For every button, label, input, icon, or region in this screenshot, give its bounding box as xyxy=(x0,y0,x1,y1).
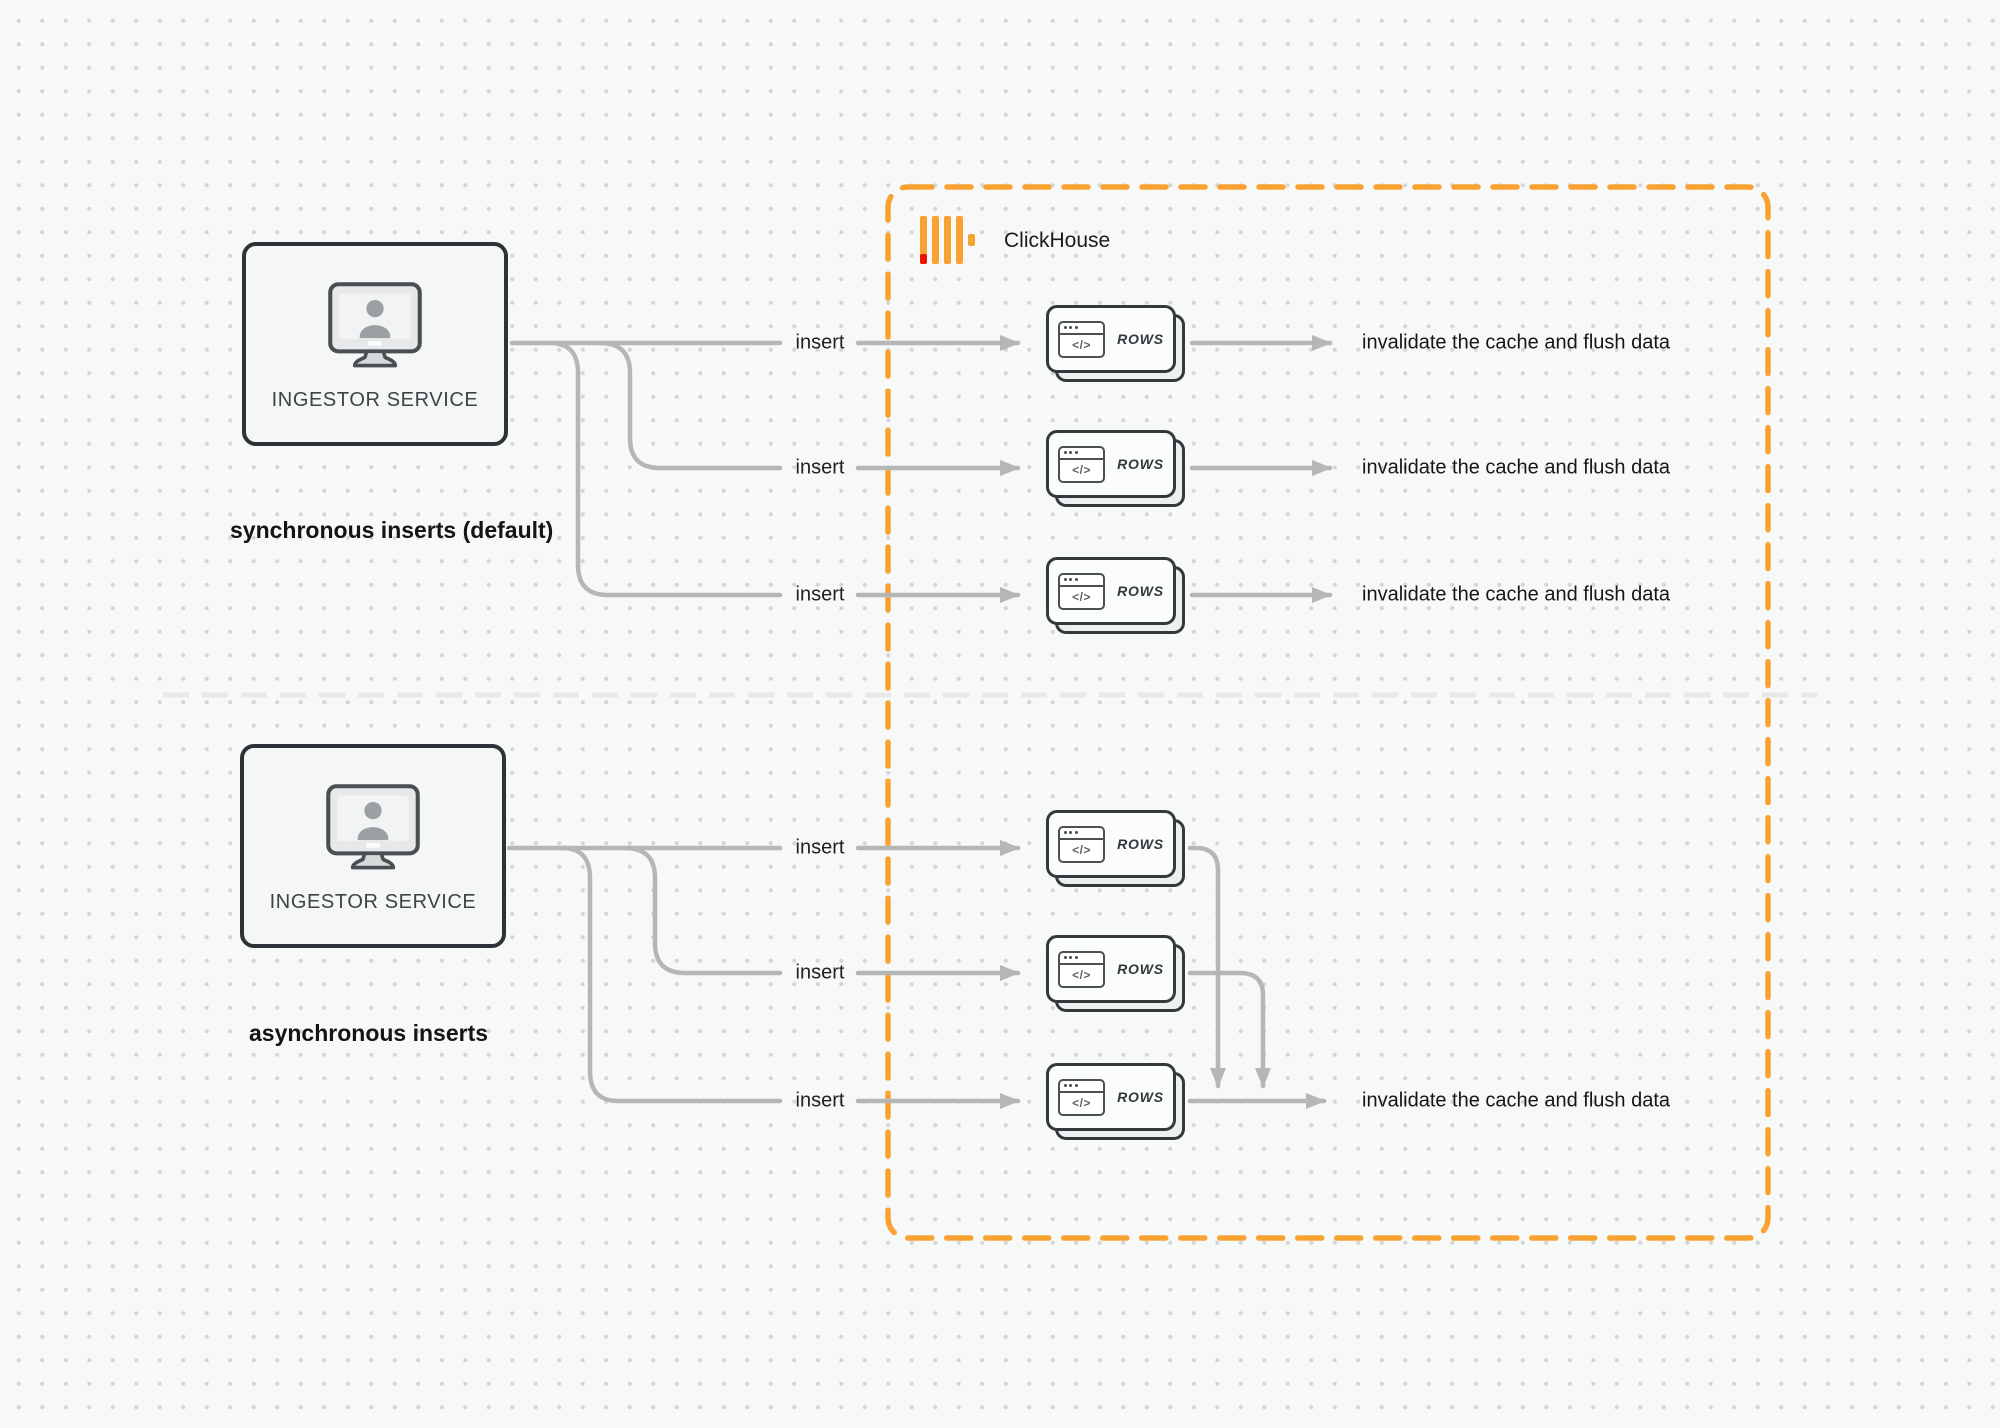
service-label: INGESTOR SERVICE xyxy=(269,890,477,913)
rows-label: ROWS xyxy=(1117,583,1164,599)
ingestor-service-box-sync: INGESTOR SERVICE xyxy=(242,242,508,446)
insert-label: insert xyxy=(795,836,845,859)
ingestor-service-box-async: INGESTOR SERVICE xyxy=(240,744,506,948)
code-window-icon: </> xyxy=(1058,1078,1106,1116)
insert-label: insert xyxy=(795,961,845,984)
code-window-icon: </> xyxy=(1058,445,1106,483)
result-label: invalidate the cache and flush data xyxy=(1362,583,1670,606)
card-face: </> ROWS xyxy=(1046,935,1176,1003)
wire-sync-branch-2 xyxy=(597,340,783,471)
clickhouse-logo-icon xyxy=(920,216,975,264)
code-glyph: </> xyxy=(1072,843,1092,857)
wire-async-branch-3 xyxy=(559,845,783,1104)
result-label: invalidate the cache and flush data xyxy=(1362,1089,1670,1112)
rows-label: ROWS xyxy=(1117,456,1164,472)
clickhouse-boundary xyxy=(885,184,1771,1241)
window-titlebar xyxy=(1060,448,1104,460)
monitor-user-icon xyxy=(326,783,420,869)
wire-async-merge-2 xyxy=(1187,970,1271,1089)
code-glyph: </> xyxy=(1072,463,1092,477)
insert-label: insert xyxy=(795,456,845,479)
service-label: INGESTOR SERVICE xyxy=(271,388,479,411)
rows-label: ROWS xyxy=(1117,331,1164,347)
card-face: </> ROWS xyxy=(1046,430,1176,498)
code-window-icon: </> xyxy=(1058,825,1106,863)
result-label: invalidate the cache and flush data xyxy=(1362,331,1670,354)
rows-card: </> ROWS xyxy=(1046,305,1185,382)
card-face: </> ROWS xyxy=(1046,557,1176,625)
window-titlebar xyxy=(1060,575,1104,587)
card-face: </> ROWS xyxy=(1046,1063,1176,1131)
rows-card: </> ROWS xyxy=(1046,810,1185,887)
rows-label: ROWS xyxy=(1117,1089,1164,1105)
card-face: </> ROWS xyxy=(1046,305,1176,373)
code-window-icon: </> xyxy=(1058,320,1106,358)
window-titlebar xyxy=(1060,953,1104,965)
code-glyph: </> xyxy=(1072,590,1092,604)
code-glyph: </> xyxy=(1072,968,1092,982)
insert-label: insert xyxy=(795,1089,845,1112)
result-label: invalidate the cache and flush data xyxy=(1362,456,1670,479)
clickhouse-title: ClickHouse xyxy=(1004,229,1111,252)
rows-card: </> ROWS xyxy=(1046,557,1185,634)
insert-label: insert xyxy=(795,331,845,354)
wire-async-merge-1 xyxy=(1187,845,1226,1089)
insert-label: insert xyxy=(795,583,845,606)
code-window-icon: </> xyxy=(1058,572,1106,610)
code-window-icon: </> xyxy=(1058,950,1106,988)
wire-sync-branch-3 xyxy=(547,340,783,598)
rows-label: ROWS xyxy=(1117,836,1164,852)
rows-label: ROWS xyxy=(1117,961,1164,977)
wire-async-branch-2 xyxy=(622,845,783,976)
clickhouse-header: ClickHouse xyxy=(920,215,1110,267)
code-glyph: </> xyxy=(1072,1096,1092,1110)
rows-card: </> ROWS xyxy=(1046,1063,1185,1140)
section-label-sync: synchronous inserts (default) xyxy=(230,517,554,543)
section-label-async: asynchronous inserts xyxy=(249,1020,489,1046)
rows-card: </> ROWS xyxy=(1046,430,1185,507)
code-glyph: </> xyxy=(1072,338,1092,352)
monitor-user-icon xyxy=(328,281,422,367)
window-titlebar xyxy=(1060,1081,1104,1093)
card-face: </> ROWS xyxy=(1046,810,1176,878)
window-titlebar xyxy=(1060,828,1104,840)
window-titlebar xyxy=(1060,323,1104,335)
rows-card: </> ROWS xyxy=(1046,935,1185,1012)
